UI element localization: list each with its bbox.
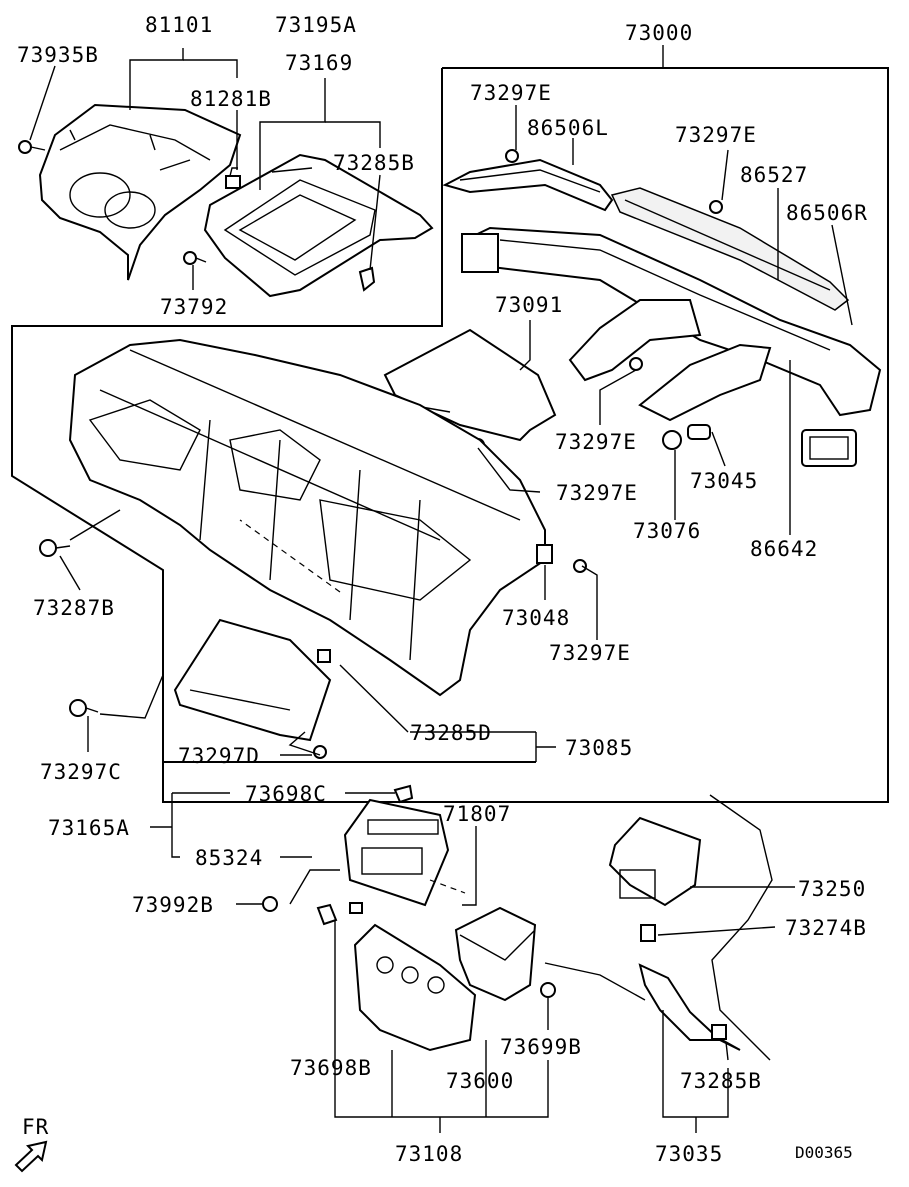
console-73600	[353, 923, 477, 1052]
label-73250: 73250	[798, 877, 866, 901]
front-direction-indicator: FR	[14, 1115, 49, 1173]
screw-73992b	[262, 896, 278, 912]
label-71807: 71807	[443, 802, 511, 826]
background-outline	[544, 794, 773, 1061]
clip-73698c	[393, 784, 414, 804]
knee-airbag-73250	[608, 816, 702, 907]
label-73297e-e: 73297E	[549, 641, 631, 665]
clip-73285d	[317, 649, 331, 663]
label-73169: 73169	[285, 51, 353, 75]
label-73698b: 73698B	[290, 1056, 372, 1080]
label-86527: 86527	[740, 163, 808, 187]
label-73297c: 73297C	[40, 760, 122, 784]
label-73935b: 73935B	[17, 43, 99, 67]
meter-panel	[203, 153, 434, 298]
label-86506l: 86506L	[527, 116, 609, 140]
upper-dash-panel	[38, 103, 242, 281]
screw-73792	[183, 251, 207, 265]
label-81281b: 81281B	[190, 87, 272, 111]
label-73045: 73045	[690, 469, 758, 493]
label-73992b: 73992B	[132, 893, 214, 917]
label-73085: 73085	[565, 736, 633, 760]
label-73091: 73091	[495, 293, 563, 317]
leader-lines	[29, 45, 853, 1133]
label-73274b: 73274B	[785, 916, 867, 940]
instrument-panel	[68, 338, 546, 697]
glovebox-73085	[173, 618, 332, 742]
duct-assembly	[442, 158, 882, 467]
label-73195a: 73195A	[275, 13, 357, 37]
screw-73287b	[39, 539, 71, 557]
screw-73297d	[313, 745, 327, 759]
label-73165a: 73165A	[48, 816, 130, 840]
label-73600: 73600	[446, 1069, 514, 1093]
center-panel	[343, 798, 450, 907]
dashed-guides	[239, 519, 466, 894]
label-73792: 73792	[160, 295, 228, 319]
bracket-73048	[536, 544, 553, 564]
bracket-71807	[454, 906, 537, 1002]
screw-73699b	[540, 982, 556, 998]
label-73285b-top: 73285B	[333, 151, 415, 175]
frame-lines	[11, 67, 889, 803]
label-73699b: 73699B	[500, 1035, 582, 1059]
label-73287b: 73287B	[33, 596, 115, 620]
label-73297e-c: 73297E	[555, 430, 637, 454]
label-81101: 81101	[145, 13, 213, 37]
label-73000: 73000	[625, 21, 693, 45]
label-73698c: 73698C	[245, 782, 327, 806]
label-73297e-d: 73297E	[556, 481, 638, 505]
label-73297e-a: 73297E	[470, 81, 552, 105]
front-label: FR	[22, 1115, 49, 1139]
screw-73297c	[69, 699, 99, 717]
arrow-up-right-icon	[14, 1140, 48, 1173]
diagram-code: D00365	[795, 1143, 853, 1162]
label-73035: 73035	[655, 1142, 723, 1166]
label-73285b-bottom: 73285B	[680, 1069, 762, 1093]
hose-73045	[662, 424, 711, 450]
clip-81281b	[225, 167, 241, 189]
label-73048: 73048	[502, 606, 570, 630]
lower-cover-73035	[638, 963, 741, 1051]
label-73297e-b: 73297E	[675, 123, 757, 147]
part-labels: 81101 73195A 73935B 73169 81281B 73285B …	[17, 13, 868, 1166]
bolt-73274b	[640, 924, 656, 942]
clip-73698b	[316, 902, 363, 926]
label-85324: 85324	[195, 846, 263, 870]
label-73076: 73076	[633, 519, 701, 543]
clip-73285b-top	[358, 266, 376, 292]
label-86506r: 86506R	[786, 201, 868, 225]
label-73297d: 73297D	[178, 744, 260, 768]
screw-73935b	[18, 140, 46, 154]
label-73285d: 73285D	[410, 721, 492, 745]
label-73108: 73108	[395, 1142, 463, 1166]
label-86642: 86642	[750, 537, 818, 561]
